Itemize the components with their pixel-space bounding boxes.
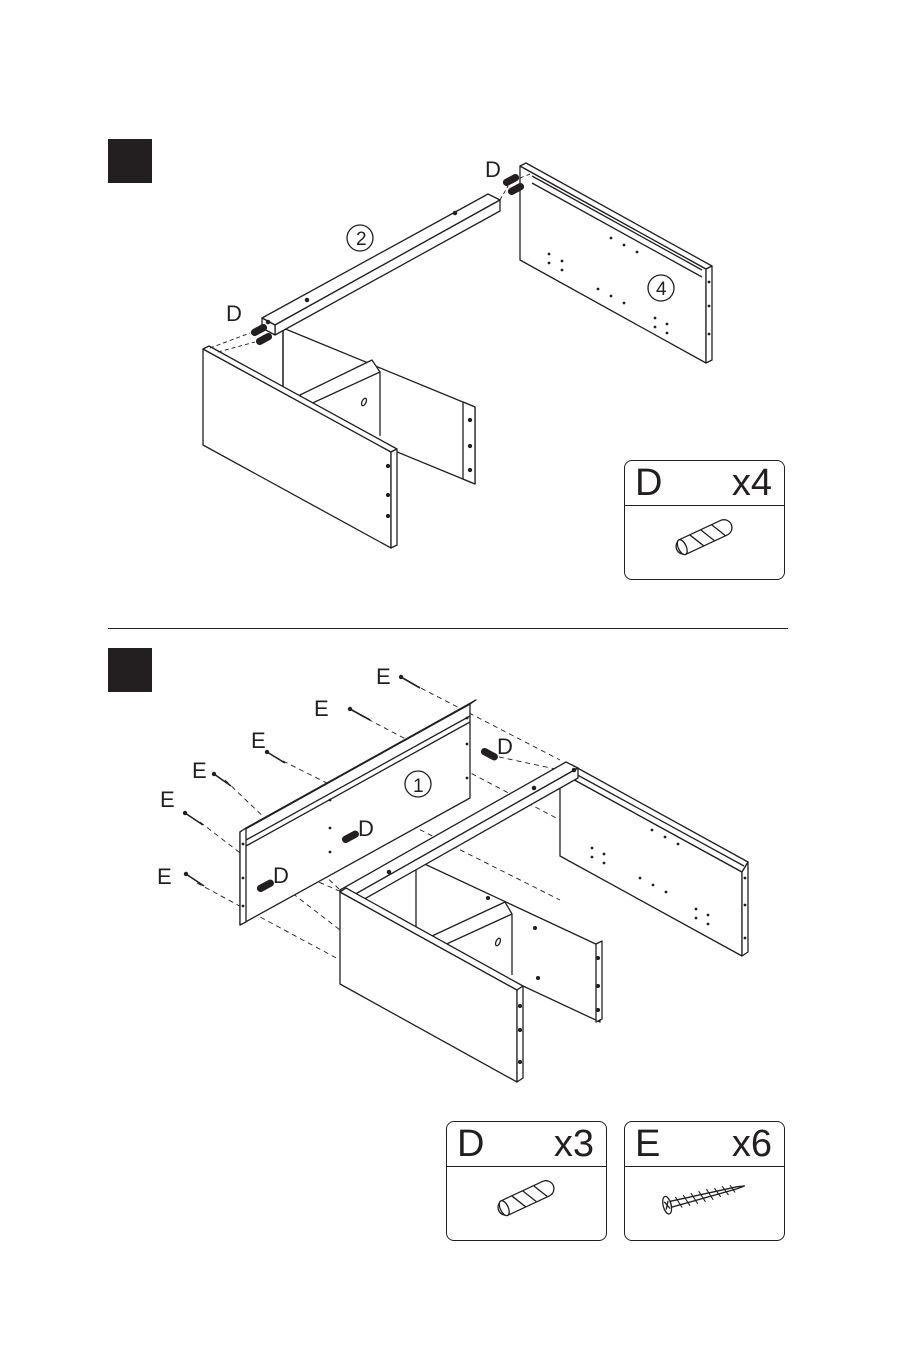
hardware-code: D	[635, 461, 662, 505]
hardware-qty: x6	[732, 1122, 772, 1166]
callout-back-panel: 4	[656, 279, 667, 300]
hardware-qty: x4	[732, 461, 772, 505]
callout-screw: E	[251, 728, 266, 753]
hardware-card-dowel-x3: D x3	[446, 1121, 607, 1241]
callout-screw: E	[160, 787, 175, 812]
callout-dowel-right: D	[485, 157, 501, 182]
callout-screw: E	[314, 696, 329, 721]
callout-screw: E	[192, 758, 207, 783]
callout-dowel-left: D	[226, 301, 242, 326]
back-panel-part-4	[520, 163, 712, 363]
callout-side-panel: 1	[413, 776, 424, 797]
callout-rail: 2	[356, 229, 367, 250]
back-panel-part-4-step2	[560, 765, 748, 956]
screw-icon	[625, 1168, 783, 1238]
hardware-card-screw-x6: E x6	[624, 1121, 785, 1241]
step-2-illustration	[183, 675, 748, 1082]
wooden-dowel-icon	[625, 507, 783, 577]
callout-dowel: D	[273, 863, 289, 888]
callout-dowel: D	[358, 816, 374, 841]
hardware-card-header: E x6	[625, 1122, 784, 1167]
rail-part-2	[262, 194, 500, 335]
callout-screw: E	[376, 664, 391, 689]
hardware-card-dowel-x4: D x4	[624, 460, 785, 580]
callout-screw: E	[157, 864, 172, 889]
callout-dowel: D	[497, 734, 513, 759]
hardware-card-header: D x3	[447, 1122, 606, 1167]
hardware-code: D	[457, 1122, 484, 1166]
hardware-qty: x3	[554, 1122, 594, 1166]
hardware-card-header: D x4	[625, 461, 784, 506]
wooden-dowel-icon	[447, 1168, 605, 1238]
hardware-code: E	[635, 1122, 660, 1166]
